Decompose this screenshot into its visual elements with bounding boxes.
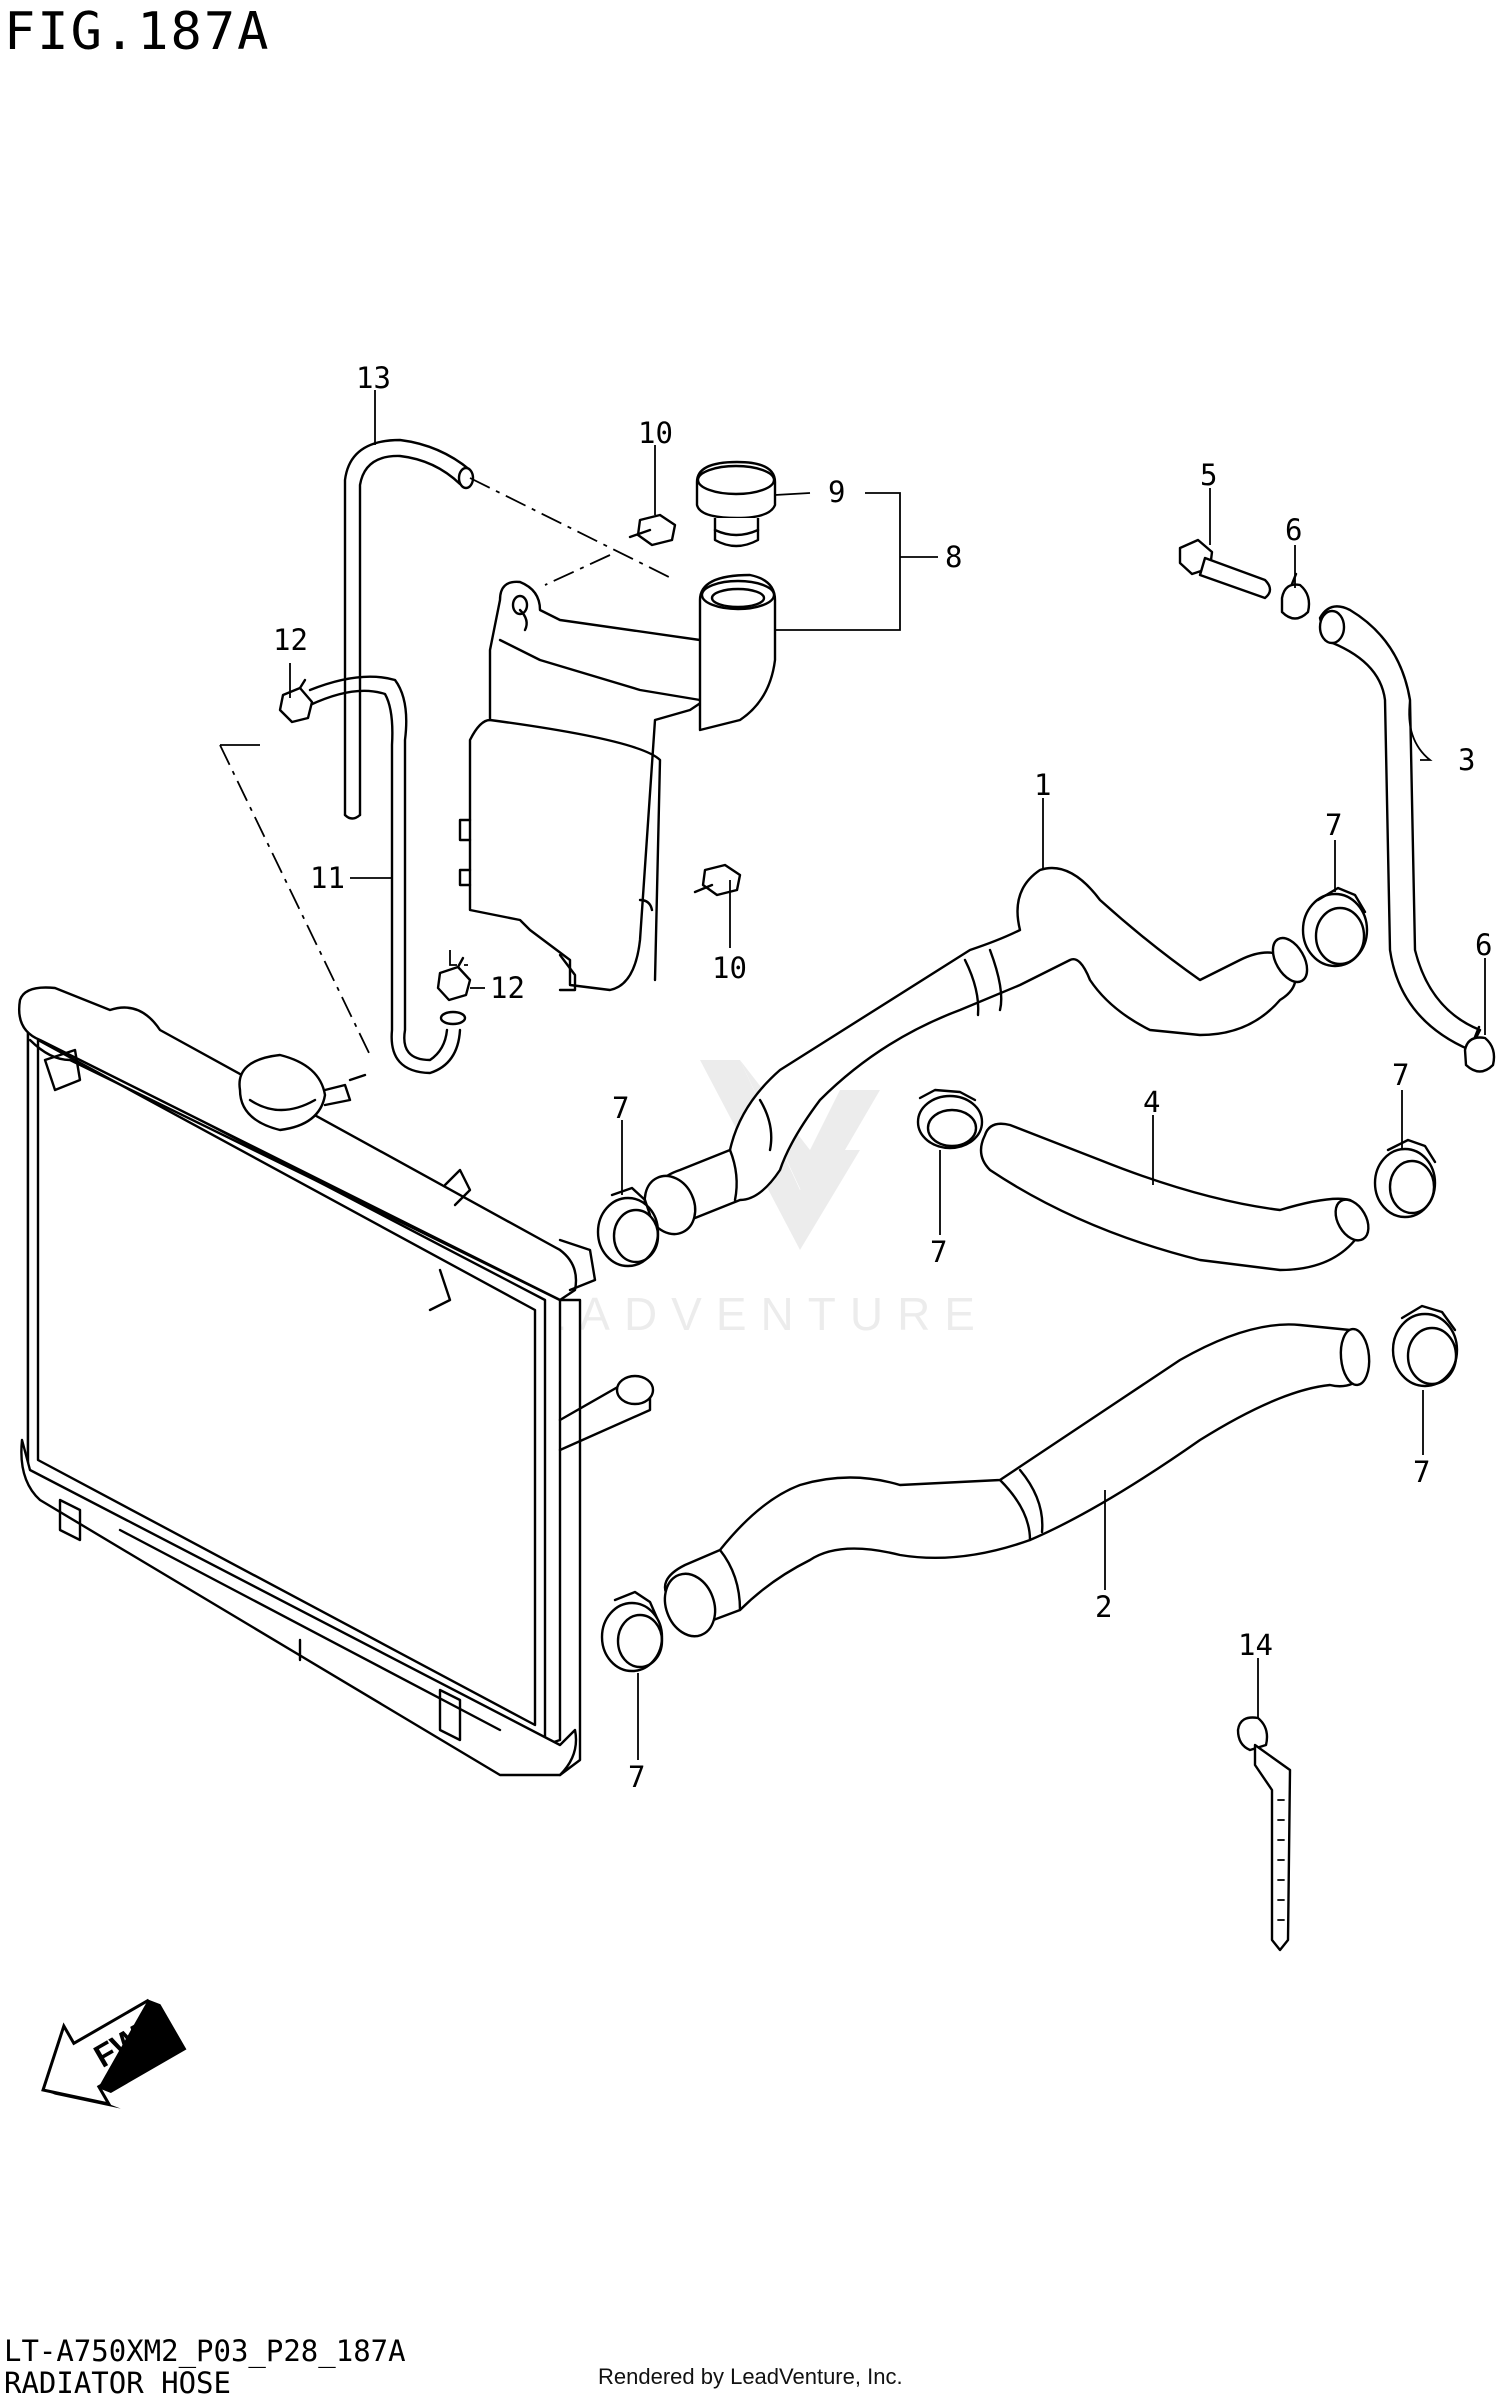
small-clamp-upper [278, 678, 314, 724]
render-credit: Rendered by LeadVenture, Inc. [598, 2364, 903, 2389]
cable-tie [1236, 1716, 1292, 1952]
radiator [18, 986, 655, 1777]
callout-2: 2 [1095, 1590, 1112, 1624]
callout-12-upper: 12 [273, 623, 308, 657]
fitting-bolt [1178, 538, 1272, 600]
callout-13: 13 [356, 361, 391, 395]
filler-cap [695, 460, 777, 548]
reservoir-tank [458, 580, 722, 992]
hose-clamp-b [916, 1088, 984, 1150]
callout-4: 4 [1143, 1085, 1160, 1119]
figure-title: FIG.187A [4, 2, 271, 62]
reservoir-hose [308, 675, 467, 1075]
radiator-cap [238, 1053, 367, 1132]
overflow-hose [343, 438, 475, 820]
callout-11: 11 [310, 861, 345, 895]
hose-clamp-c [1301, 886, 1369, 968]
callout-7-a: 7 [612, 1091, 629, 1125]
callout-leaders [220, 390, 1486, 1760]
callout-1: 1 [1034, 768, 1051, 802]
callout-10-lower: 10 [712, 951, 747, 985]
callout-7-d: 7 [1392, 1058, 1409, 1092]
bolt-upper [628, 513, 677, 547]
hose-4 [979, 1122, 1370, 1272]
callout-8: 8 [945, 540, 962, 574]
model-code: LT-A750XM2_P03_P28_187A [4, 2334, 406, 2368]
hose-2 [663, 1323, 1371, 1638]
watermark-text: LEADVENTURE [495, 1288, 989, 1340]
callout-9: 9 [828, 475, 845, 509]
callout-12-lower: 12 [490, 971, 525, 1005]
callout-7-e: 7 [1413, 1455, 1430, 1489]
callout-3: 3 [1458, 743, 1475, 777]
filler-neck [698, 573, 777, 732]
hose-clamp-a [596, 1186, 660, 1268]
assembly-lines [219, 477, 676, 1056]
section-title: RADIATOR HOSE [4, 2366, 231, 2400]
callout-7-f: 7 [628, 1760, 645, 1794]
clamp-6-lower [1463, 1025, 1496, 1073]
callout-6-lower: 6 [1475, 928, 1492, 962]
bolt-lower [693, 863, 742, 897]
callout-7-c: 7 [1325, 808, 1342, 842]
small-clamp-lower [436, 956, 472, 1002]
hose-1 [643, 866, 1309, 1236]
hose-clamp-f [600, 1590, 664, 1673]
callout-7-b: 7 [930, 1235, 947, 1269]
callout-14: 14 [1238, 1628, 1273, 1662]
clamp-6-upper [1280, 572, 1311, 620]
hose-3 [1318, 605, 1482, 1052]
callout-5: 5 [1200, 458, 1217, 492]
callout-10-upper: 10 [638, 416, 673, 450]
hose-clamp-d [1373, 1138, 1437, 1219]
fwd-arrow: FWD [41, 1998, 187, 2109]
callout-6-upper: 6 [1285, 513, 1302, 547]
hose-clamp-e [1391, 1304, 1459, 1388]
